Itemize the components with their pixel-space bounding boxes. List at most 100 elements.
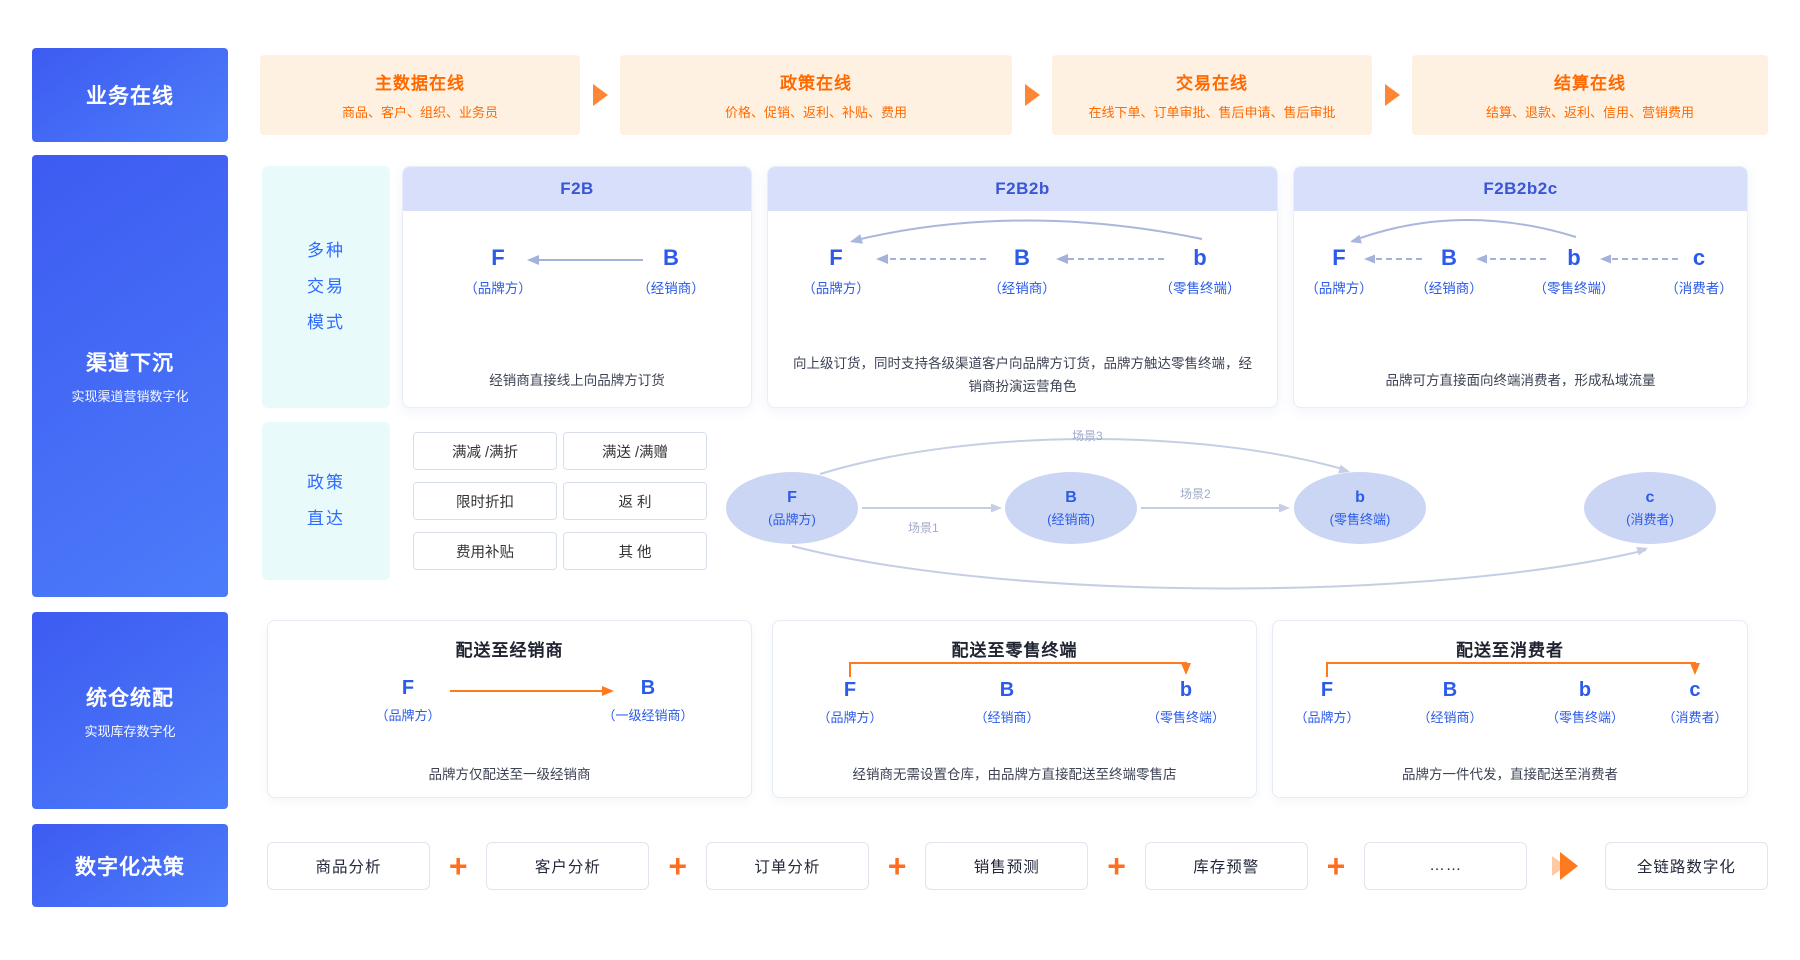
node-role: （品牌方） xyxy=(817,710,883,725)
node-role: （经销商） xyxy=(988,281,1056,296)
row-label-channel: 渠道下沉 实现渠道营销数字化 xyxy=(32,155,228,597)
node-role: (零售终端) xyxy=(1329,511,1391,527)
node-retail: b （零售终端） xyxy=(1160,245,1241,297)
node-letter: B xyxy=(640,677,656,699)
business-item-transaction: 交易在线 在线下单、订单审批、售后申请、售后审批 xyxy=(1052,55,1372,135)
decision-item-product-analysis: 商品分析 xyxy=(267,841,430,890)
decision-item-inventory-alert: 库存预警 xyxy=(1144,841,1308,890)
node-letter: B xyxy=(1442,679,1458,701)
scene-node-brand: F (品牌方) xyxy=(726,472,858,544)
node-letter: b xyxy=(1567,245,1581,270)
business-item-title: 政策在线 xyxy=(780,74,852,93)
node-role: （经销商） xyxy=(637,281,705,296)
node-role: （品牌方） xyxy=(1305,281,1373,296)
node-retail: b （零售终端） xyxy=(1546,679,1624,726)
node-letter: B xyxy=(1014,245,1030,270)
flow-arrow-icon xyxy=(1012,84,1052,106)
node-role: （经销商） xyxy=(1415,281,1483,296)
node-role: （零售终端） xyxy=(1533,281,1615,296)
scene-node-distributor: B (经销商) xyxy=(1005,472,1137,544)
business-item-master-data: 主数据在线 商品、客户、组织、业务员 xyxy=(260,55,580,135)
node-letter: F xyxy=(491,245,505,270)
node-consumer: c （消费者） xyxy=(1665,245,1733,297)
warehouse-card-consumer: 配送至消费者 F （品牌方） B （经销商） b （零售终端） c （消费者） … xyxy=(1272,620,1748,798)
node-letter: c xyxy=(1645,488,1655,506)
scene-node-retail: b (零售终端) xyxy=(1294,472,1426,544)
scene3-label: 场景3 xyxy=(1072,429,1103,443)
scene-node-consumer: c (消费者) xyxy=(1584,472,1716,544)
business-item-title: 交易在线 xyxy=(1176,74,1248,93)
node-role: （品牌方） xyxy=(464,281,532,296)
row-label-business: 业务在线 xyxy=(32,48,228,142)
node-brand: F （品牌方） xyxy=(802,245,870,297)
policy-chip-full-reduction: 满减 /满折 xyxy=(413,432,557,470)
business-item-title: 结算在线 xyxy=(1554,74,1626,93)
row-label-subtitle: 实现渠道营销数字化 xyxy=(71,389,189,404)
trade-card-f2b2b: F2B2b F （品牌方） B （经销商） b （零售终端） xyxy=(767,166,1278,408)
plus-icon: + xyxy=(1107,847,1126,884)
decision-item-customer-analysis: 客户分析 xyxy=(486,841,650,890)
card-body: F （品牌方） B （经销商） b （零售终端） 向上级订货，同时支持各级渠道客… xyxy=(768,211,1277,407)
flow-arrow-icon xyxy=(1372,84,1412,106)
node-letter: b xyxy=(1179,679,1193,701)
node-letter: b xyxy=(1193,245,1207,270)
row-label-title: 渠道下沉 xyxy=(86,352,174,375)
node-letter: B xyxy=(1065,488,1077,506)
card-title: 配送至零售终端 xyxy=(951,641,1078,660)
card-caption: 经销商无需设置仓库，由品牌方直接配送至终端零售店 xyxy=(852,767,1177,782)
node-tier1-distributor: B （一级经销商） xyxy=(602,677,693,724)
policy-chip-limited-discount: 限时折扣 xyxy=(413,482,557,520)
node-retail: b （零售终端） xyxy=(1534,245,1615,297)
policy-scene-diagram: 场景1 场景2 场景3 F (品牌方) B (经销商) b (零售终端) c (… xyxy=(720,422,1768,602)
node-role: （零售终端） xyxy=(1146,710,1226,725)
node-letter: b xyxy=(1578,679,1592,701)
node-letter: F xyxy=(829,245,843,270)
business-item-subtitle: 价格、促销、返利、补贴、费用 xyxy=(724,105,907,120)
scene2-label: 场景2 xyxy=(1180,487,1211,501)
digital-decision-row: 商品分析 + 客户分析 + 订单分析 + 销售预测 + 库存预警 + …… 全链… xyxy=(267,824,1768,907)
plus-icon: + xyxy=(1326,847,1346,884)
flow-arrow-icon xyxy=(580,84,620,106)
scene1-label: 场景1 xyxy=(908,521,939,535)
business-item-subtitle: 商品、客户、组织、业务员 xyxy=(341,105,498,120)
card-header: F2B2b xyxy=(768,167,1277,211)
row-label-subtitle: 实现库存数字化 xyxy=(84,723,176,739)
card-caption: 经销商直接线上向品牌方订货 xyxy=(489,373,665,389)
node-distributor: B （经销商） xyxy=(1415,245,1483,297)
node-role: （消费者） xyxy=(1665,281,1733,296)
node-letter: F xyxy=(843,679,857,701)
trade-modes-tag: 多种 交易 模式 xyxy=(262,166,390,408)
node-letter: B xyxy=(999,679,1015,701)
chain-arrow-icon xyxy=(1552,851,1579,880)
card-header: F2B2b2c xyxy=(1294,167,1747,211)
node-letter: c xyxy=(1692,245,1706,270)
node-role: (经销商) xyxy=(1047,511,1095,527)
node-role: (品牌方) xyxy=(768,511,816,527)
decision-item-more: …… xyxy=(1364,841,1528,890)
policy-direct-tag: 政策 直达 xyxy=(262,422,390,580)
row-label-title: 统仓统配 xyxy=(86,686,174,710)
node-role: （品牌方） xyxy=(802,281,870,296)
node-brand: F （品牌方） xyxy=(375,677,440,724)
business-item-title: 主数据在线 xyxy=(375,74,465,93)
card-title: 配送至经销商 xyxy=(455,641,564,660)
warehouse-card-distributor: 配送至经销商 F （品牌方） B （一级经销商） 品牌方仅配送至一级经销商 xyxy=(267,620,752,798)
node-role: （零售终端） xyxy=(1545,710,1625,725)
decision-item-order-analysis: 订单分析 xyxy=(705,841,869,890)
node-retail: b （零售终端） xyxy=(1147,679,1225,726)
business-item-subtitle: 在线下单、订单审批、售后申请、售后审批 xyxy=(1088,105,1336,120)
trade-card-f2b2b2c: F2B2b2c F （品牌方） B （经销商） b xyxy=(1293,166,1748,408)
node-letter: c xyxy=(1689,679,1701,701)
node-distributor: B （经销商） xyxy=(637,245,705,297)
trade-card-f2b: F2B F （品牌方） B （经销商） 经销商直接线上向品牌方订货 xyxy=(402,166,752,408)
warehouse-card-retail: 配送至零售终端 F （品牌方） B （经销商） b （零售终端） 经销商无需设置… xyxy=(772,620,1257,798)
row-label-title: 数字化决策 xyxy=(75,855,185,879)
node-role: （经销商） xyxy=(1417,710,1483,725)
node-brand: F （品牌方） xyxy=(817,679,882,726)
node-role: （经销商） xyxy=(974,710,1040,725)
node-distributor: B （经销商） xyxy=(1417,679,1482,726)
node-role: （品牌方） xyxy=(1294,710,1360,725)
node-role: （零售终端） xyxy=(1159,281,1241,296)
plus-icon: + xyxy=(448,847,468,884)
